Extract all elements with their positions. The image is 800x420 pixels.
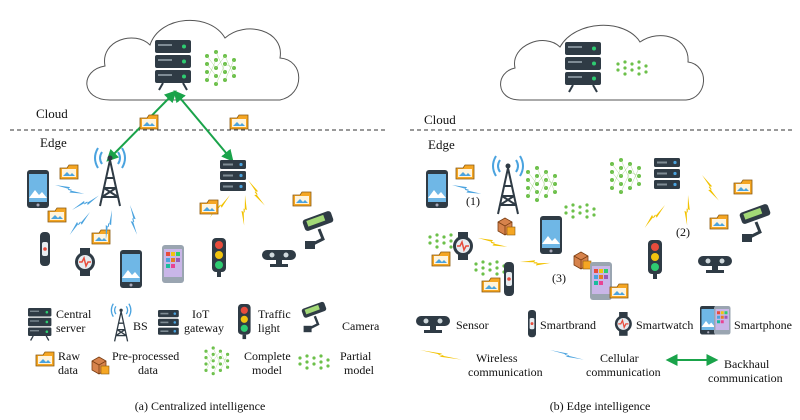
smartwatch-icon xyxy=(74,247,96,277)
edge-label-right: Edge xyxy=(428,137,455,152)
legend-iot-gateway-line1: IoT xyxy=(192,307,210,321)
camera-icon xyxy=(737,201,773,244)
legend-central-server-line1: Central xyxy=(56,307,92,321)
legend-partial-model-line1: Partial xyxy=(340,349,372,363)
legend-right: Sensor Smartbrand Smartwatch Smartphone … xyxy=(416,306,792,385)
traffic-light-icon xyxy=(212,238,226,277)
legend-bs: BS xyxy=(133,319,148,333)
smart-band-icon xyxy=(40,232,50,266)
wireless-link xyxy=(231,195,258,226)
legend-preprocessed-line1: Pre-processed xyxy=(112,349,179,363)
raw-data-icon xyxy=(91,229,111,245)
legend-traffic-light-line1: Traffic xyxy=(258,307,291,321)
wireless-link xyxy=(478,231,508,254)
legend-iot-gateway-line2: gateway xyxy=(184,321,224,335)
cellular-link xyxy=(55,178,85,201)
raw-data-icon xyxy=(481,277,501,293)
right-panel: Cloud Edge (1) (2) (3) xyxy=(410,24,792,413)
marker-2: (2) xyxy=(676,225,690,239)
partial-model-icon xyxy=(474,260,506,276)
legend-raw-data-line1: Raw xyxy=(58,349,80,363)
base-station-icon xyxy=(492,155,524,215)
raw-data-icon xyxy=(609,283,629,299)
raw-data-icon xyxy=(59,164,79,180)
complete-model-icon xyxy=(525,165,558,203)
cellular-link xyxy=(69,209,90,238)
legend-preprocessed-line2: data xyxy=(138,363,159,377)
raw-data-icon xyxy=(431,251,451,267)
legend-smartphone: Smartphone xyxy=(734,318,792,332)
legend-complete-model-line1: Complete xyxy=(244,349,291,363)
caption-left: (a) Centralized intelligence xyxy=(135,399,266,413)
legend-smartbrand: Smartbrand xyxy=(540,318,596,332)
raw-data-icon xyxy=(229,114,249,130)
left-panel: Cloud Edge Central serv xyxy=(10,19,388,413)
partial-model-icon xyxy=(564,203,596,219)
smartphone-icon xyxy=(426,170,448,208)
legend-cellular-line1: Cellular xyxy=(600,351,639,365)
legend-central-server-line2: server xyxy=(56,321,85,335)
wireless-link xyxy=(644,202,665,231)
legend-backhaul-line1: Backhaul xyxy=(724,357,770,371)
smart-band-icon xyxy=(504,262,514,296)
preprocessed-data-icon xyxy=(497,217,516,236)
marker-3: (3) xyxy=(552,271,566,285)
raw-data-icon xyxy=(709,214,729,230)
preprocessed-data-icon xyxy=(573,251,592,270)
raw-data-icon xyxy=(733,179,753,195)
smartphone-icon xyxy=(540,216,562,254)
complete-model-icon xyxy=(609,157,642,195)
legend-sensor: Sensor xyxy=(456,318,489,332)
iot-gateway-icon xyxy=(654,158,680,189)
legend-smartwatch: Smartwatch xyxy=(636,318,693,332)
sensor-icon xyxy=(262,250,296,267)
legend-backhaul-line2: communication xyxy=(708,371,783,385)
camera-icon xyxy=(300,208,336,251)
caption-right: (b) Edge intelligence xyxy=(550,399,651,413)
legend-traffic-light-line2: light xyxy=(258,321,281,335)
edge-label-left: Edge xyxy=(40,135,67,150)
legend-left: Central server BS IoT gateway Traffic li… xyxy=(27,299,380,377)
legend-raw-data-line2: data xyxy=(58,363,79,377)
smartphone-icon xyxy=(120,250,142,288)
smartphone-icon xyxy=(590,262,612,300)
legend-complete-model-line2: model xyxy=(252,363,283,377)
legend-wireless-line2: communication xyxy=(468,365,543,379)
central-server-icon xyxy=(154,39,192,91)
smartwatch-icon xyxy=(452,231,474,261)
smartphone-icon xyxy=(162,245,184,283)
cloud-shape-left xyxy=(86,19,300,101)
wireless-link xyxy=(695,175,726,201)
sensor-icon xyxy=(698,256,732,273)
raw-data-icon xyxy=(139,114,159,130)
wireless-link xyxy=(674,195,701,226)
raw-data-icon xyxy=(455,164,475,180)
smartphone-icon xyxy=(27,170,49,208)
legend-camera: Camera xyxy=(342,319,380,333)
base-station-icon xyxy=(94,147,126,207)
marker-1: (1) xyxy=(466,194,480,208)
raw-data-icon xyxy=(47,207,67,223)
legend-partial-model-line2: model xyxy=(344,363,375,377)
cloud-label-left: Cloud xyxy=(36,106,68,121)
traffic-light-icon xyxy=(648,240,662,279)
raw-data-icon xyxy=(199,199,219,215)
raw-data-icon xyxy=(292,191,312,207)
legend-wireless-line1: Wireless xyxy=(476,351,518,365)
backhaul-link-gateway xyxy=(173,90,234,162)
cloud-label-right: Cloud xyxy=(424,112,456,127)
cellular-link xyxy=(118,205,149,235)
iot-gateway-icon xyxy=(220,160,246,191)
legend-cellular-line2: communication xyxy=(586,365,661,379)
cloud-shape-right xyxy=(500,24,704,101)
central-server-icon xyxy=(564,41,602,93)
